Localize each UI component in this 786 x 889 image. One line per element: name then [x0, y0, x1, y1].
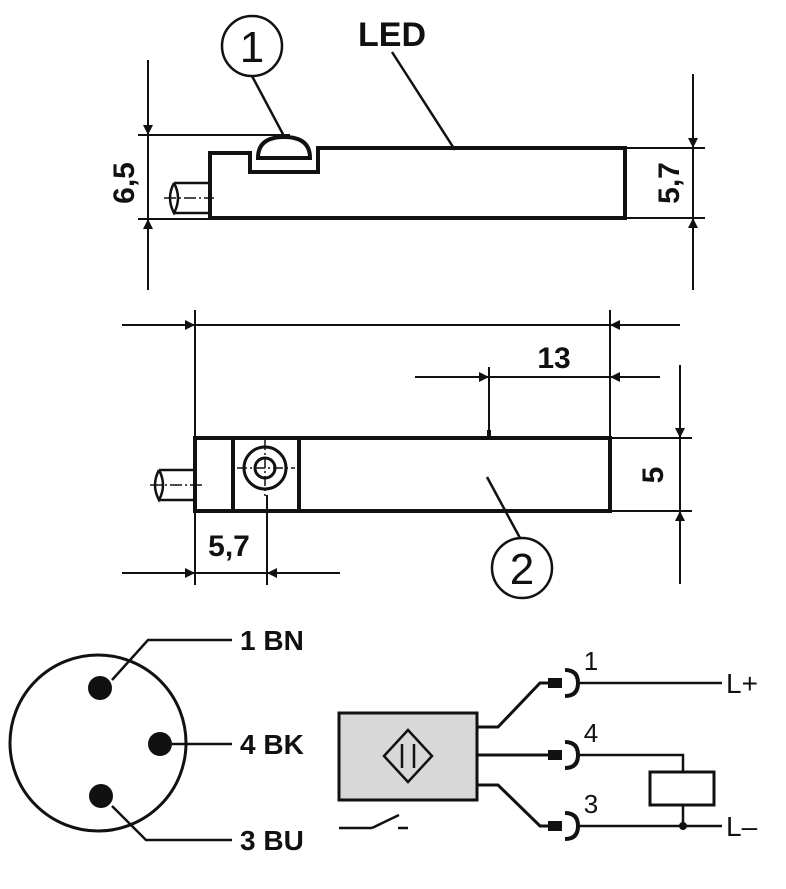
supply-minus-label: L–	[726, 811, 758, 842]
side-view	[122, 310, 692, 600]
dim-5-7-horizontal: 5,7	[208, 530, 250, 563]
dim-5: 5	[637, 467, 670, 484]
circuit-pin-4: 4	[584, 718, 598, 748]
callout-number-2: 2	[510, 545, 534, 594]
plug-1-icon	[548, 668, 581, 698]
pin-1-icon	[88, 676, 112, 700]
plug-3-icon	[548, 811, 581, 841]
pin-label-3-bu: 3 BU	[240, 825, 304, 856]
top-view-body	[208, 146, 627, 220]
callout-circle-2	[490, 536, 554, 600]
dim-13: 13	[537, 342, 570, 375]
cable-stub-top	[168, 181, 210, 216]
plug-4-icon	[548, 740, 581, 770]
cable-stub-side	[153, 468, 195, 503]
dim-6-5: 6,5	[108, 162, 141, 204]
sensor-diamond-icon	[382, 728, 434, 784]
connector-pinout	[8, 638, 232, 842]
sensor-symbol-box	[337, 711, 479, 802]
circuit-pin-1: 1	[584, 646, 598, 676]
circuit-pin-3: 3	[584, 789, 598, 819]
supply-plus-label: L+	[726, 668, 758, 699]
top-view	[138, 14, 705, 290]
pin-label-4-bk: 4 BK	[240, 729, 304, 760]
led-label: LED	[358, 16, 426, 54]
pin-3-icon	[89, 784, 113, 808]
load-symbol	[648, 770, 716, 807]
pin-4-icon	[148, 732, 172, 756]
no-switch-icon	[339, 813, 408, 830]
dim-5-7-vertical: 5,7	[653, 162, 686, 204]
wiring-diagram	[337, 668, 722, 841]
led-dome-icon	[255, 134, 313, 160]
pin-label-1-bn: 1 BN	[240, 625, 304, 656]
junction-dot	[679, 822, 687, 830]
callout-number-1: 1	[240, 23, 264, 72]
side-view-body	[193, 436, 612, 513]
